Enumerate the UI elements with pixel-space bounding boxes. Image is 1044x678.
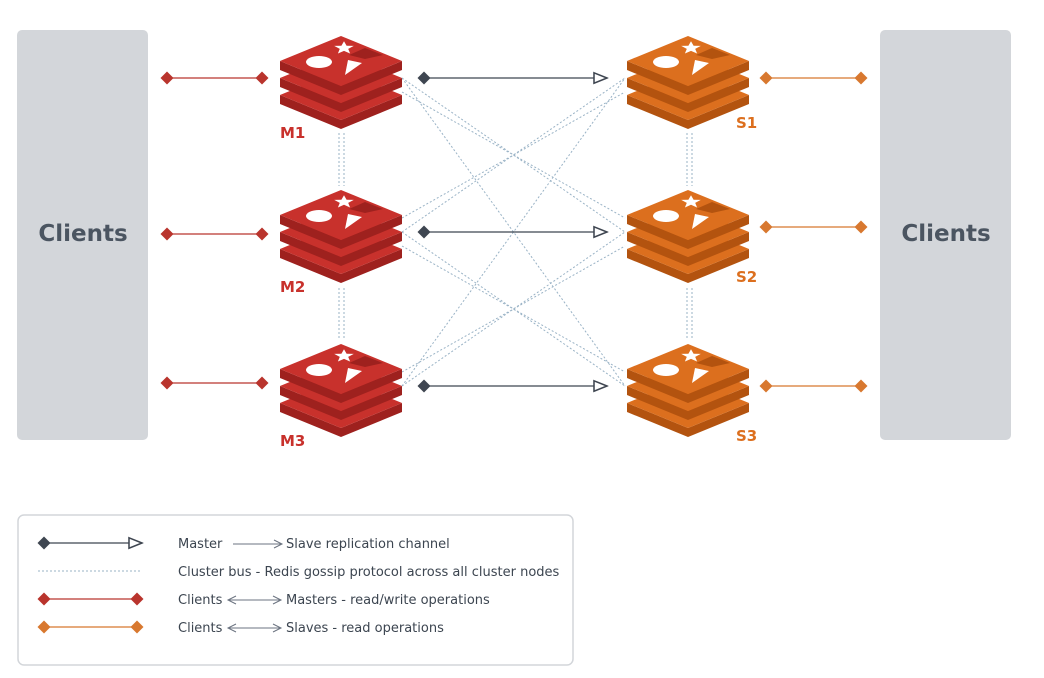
master-node-m3-layer-top	[280, 344, 402, 394]
master-node-m3-layer-side	[280, 369, 402, 403]
slave-node-s2-logo-cube	[696, 202, 730, 213]
slave-node-s3-layer-top	[627, 344, 749, 394]
legend-cluster-bus-text: Cluster bus - Redis gossip protocol acro…	[178, 565, 560, 580]
clients-right-panel: Clients	[880, 30, 1011, 440]
legend-client-slave-arrowheads	[226, 623, 283, 633]
slave-node-s3-layer-side	[627, 403, 749, 437]
slave-node-s2-logo-ellipse	[653, 210, 679, 222]
legend-replication-text: Slave replication channel	[286, 537, 450, 552]
legend-client-slave-text: Slaves - read operations	[286, 621, 444, 636]
slave-node-s2-logo-star	[681, 195, 701, 208]
master-node-m1-logo-cube	[349, 48, 383, 59]
node-label-s1: S1	[736, 114, 757, 132]
bus-m3-s2-b	[401, 245, 626, 373]
bus-m3-s1	[401, 77, 626, 387]
legend-client-master-clients: Clients	[178, 593, 223, 608]
master-node-m2-layer-side	[280, 232, 402, 266]
slave-node-s1	[627, 36, 749, 129]
master-node-m3-layer-side	[280, 403, 402, 437]
bus-m1-s3	[401, 77, 626, 387]
master-node-m3-logo-triangle	[345, 368, 362, 383]
master-node-m3-logo-star	[334, 349, 354, 362]
slave-node-s3-layer-side	[627, 369, 749, 403]
bus-m2-s1	[401, 77, 626, 233]
legend-client-slave-clients: Clients	[178, 621, 223, 636]
node-label-s2: S2	[736, 268, 757, 286]
master-node-m1-layer-side	[280, 95, 402, 129]
cluster-bus-lines	[338, 77, 693, 387]
master-node-m2-logo-triangle	[345, 214, 362, 229]
master-node-m1-layer-top	[280, 36, 402, 86]
master-node-m2-layer-side	[280, 249, 402, 283]
clients-left-label: Clients	[38, 221, 127, 247]
master-node-m2	[280, 190, 402, 283]
master-node-m1-logo-triangle	[345, 60, 362, 75]
master-node-m1-layer-side	[280, 78, 402, 112]
master-node-m2-layer-top	[280, 190, 402, 240]
slave-node-s1-logo-cube	[696, 48, 730, 59]
master-node-m3-layer-side	[280, 386, 402, 420]
slave-node-s2-logo-triangle	[692, 214, 709, 229]
client-slave-links	[759, 71, 868, 393]
slave-node-s3-logo-ellipse	[653, 364, 679, 376]
slave-node-s3-logo-triangle	[692, 368, 709, 383]
client-master-links	[160, 71, 269, 390]
slave-node-s2-layer-top	[627, 190, 749, 240]
master-node-m1-logo-ellipse	[306, 56, 332, 68]
slave-node-s1-layer-side	[627, 78, 749, 112]
node-label-m2: M2	[280, 278, 305, 296]
legend-client-master-arrowheads	[226, 595, 283, 605]
master-node-m3-logo-cube	[349, 356, 383, 367]
node-label-s3: S3	[736, 427, 757, 445]
master-node-m1-layer-side	[280, 61, 402, 95]
master-node-m3-logo-ellipse	[306, 364, 332, 376]
slave-node-s3-logo-star	[681, 349, 701, 362]
slave-node-s2-layer-side	[627, 232, 749, 266]
slave-node-s3	[627, 344, 749, 437]
slave-node-s2-layer-side	[627, 215, 749, 249]
master-node-m1	[280, 36, 402, 129]
master-node-m2-logo-star	[334, 195, 354, 208]
slave-node-s2-layer-side	[627, 249, 749, 283]
slave-node-s1-layer-side	[627, 95, 749, 129]
master-node-m3	[280, 344, 402, 437]
legend-client-master-text: Masters - read/write operations	[286, 593, 490, 608]
legend-replication-master: Master	[178, 537, 223, 552]
master-node-m2-logo-cube	[349, 202, 383, 213]
slave-node-s3-layer-side	[627, 386, 749, 420]
node-label-m3: M3	[280, 432, 305, 450]
legend: Master Slave replication channel Cluster…	[17, 514, 574, 666]
slave-node-s1-layer-side	[627, 61, 749, 95]
slave-node-s3-logo-cube	[696, 356, 730, 367]
legend-replication-small-arrowhead	[273, 539, 284, 549]
bus-m2-s3	[401, 231, 626, 387]
replication-channels	[424, 78, 607, 386]
bus-m2-s1-b	[401, 91, 626, 219]
legend-box	[17, 514, 574, 666]
master-node-m2-logo-ellipse	[306, 210, 332, 222]
bus-m3-s2	[401, 231, 626, 387]
slave-node-s1-layer-top	[627, 36, 749, 86]
slave-node-s2	[627, 190, 749, 283]
slave-node-s1-logo-ellipse	[653, 56, 679, 68]
master-node-m2-layer-side	[280, 215, 402, 249]
bus-m1-s2	[401, 77, 626, 233]
clients-right-label: Clients	[901, 221, 990, 247]
slave-node-s1-logo-triangle	[692, 60, 709, 75]
slave-node-s1-logo-star	[681, 41, 701, 54]
node-label-m1: M1	[280, 124, 305, 142]
cluster-nodes	[280, 36, 749, 437]
clients-left-panel: Clients	[17, 30, 148, 440]
master-node-m1-logo-star	[334, 41, 354, 54]
